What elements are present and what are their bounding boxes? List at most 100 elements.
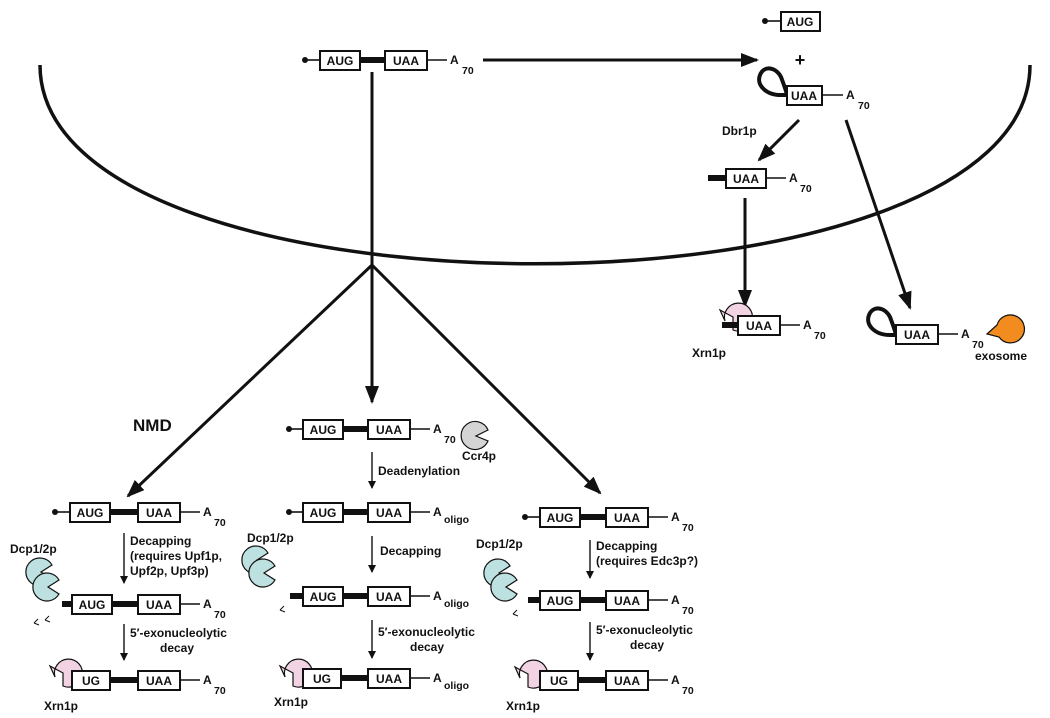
uaa-label: UAA [393,54,419,68]
a-label-5: A [803,318,812,332]
xrn1p-label-l: Xrn1p [44,699,78,713]
xrn1p-right-group: UAA A 70 Xrn1p [692,302,826,360]
debranched-transcript: UAA A 70 [708,168,812,195]
a-label-r3: A [671,673,680,687]
decap-label-r2: (requires Edc3p?) [596,554,698,568]
exosome-group: UAA A 70 exosome [866,306,1027,363]
decap-label-l3: Upf2p, Upf3p) [130,564,209,578]
xrn1p-label-m: Xrn1p [274,695,308,709]
a-label-m2: A [433,505,442,519]
a-label-r2: A [671,593,680,607]
ccr4p-label: Ccr4p [462,449,496,463]
ug-label-l3: UG [82,674,100,688]
lariat-transcript: UAA A 70 [757,66,870,112]
middle-transcript-1: AUG UAA A 70 Ccr4p [286,419,496,463]
a-label-r1: A [671,510,680,524]
middle-transcript-3: AUG UAA A oligo [290,586,469,610]
a70-label-r1: 70 [682,522,694,534]
left-transcript-2: AUG UAA A 70 [62,594,226,621]
dbr1p-label: Dbr1p [722,124,757,138]
right-transcript-3: UG UAA A 70 Xrn1p [506,659,694,713]
aug-label-2: AUG [787,15,814,29]
a70-label-l1: 70 [214,517,226,529]
a70-label-6: 70 [972,339,984,351]
uaa-label-6: UAA [904,328,930,342]
aug-label-l2: AUG [79,598,106,612]
a70-label-r2: 70 [682,605,694,617]
uaa-label-r2: UAA [614,594,640,608]
ug-label-r3: UG [550,674,568,688]
dcp-right: Dcp1/2p [476,537,523,617]
a70-label-4: 70 [800,183,812,195]
a-label-l2: A [203,597,212,611]
dcp-label-r: Dcp1/2p [476,537,523,551]
uaa-label-r1: UAA [614,511,640,525]
a70-label-l3: 70 [214,685,226,697]
uaa-label-3: UAA [791,89,817,103]
aug-label-r1: AUG [547,511,574,525]
right-transcript-2: AUG UAA A 70 [528,590,694,617]
uaa-label-l3: UAA [146,674,172,688]
plus-sign: + [795,50,806,70]
exosome-label: exosome [975,349,1027,363]
decap-label-l1: Decapping [130,534,191,548]
exosome-enzyme [985,314,1026,344]
nuclear-envelope [38,64,1032,266]
uaa-label-m2: UAA [376,506,402,520]
a-label-4: A [789,171,798,185]
a70-label-l2: 70 [214,609,226,621]
exo-label-m1: 5′-exonucleolytic [378,625,475,639]
uaa-label-5: UAA [746,319,772,333]
a-label-3: A [846,88,855,102]
dcp-label-l: Dcp1/2p [10,542,57,556]
decap-label-l2: (requires Upf1p, [130,549,222,563]
aug-label-m3: AUG [310,590,337,604]
middle-transcript-4: UG UAA A oligo Xrn1p [274,658,469,709]
exo-label-r2: decay [630,638,664,652]
right-transcript-1: AUG UAA A 70 [522,507,694,534]
arrow-to-exosome [844,119,912,310]
uaa-label-r3: UAA [614,674,640,688]
uaa-label-4: UAA [733,172,759,186]
aug-label: AUG [327,54,354,68]
excised-aug-fragment: AUG [762,11,821,32]
a70-label-r3: 70 [682,685,694,697]
a-label-l3: A [203,673,212,687]
oligo-label-m4: oligo [444,680,469,692]
left-transcript-1: AUG UAA A 70 [52,502,226,529]
xrn1p-label: Xrn1p [692,346,726,360]
arrow-dbr1p [757,118,801,162]
branch-left [126,263,374,498]
uaa-label-m3: UAA [376,590,402,604]
aug-label-m1: AUG [310,423,337,437]
left-transcript-3: UG UAA A 70 Xrn1p [44,658,226,713]
dcp-middle: Dcp1/2p [241,531,294,613]
a-label-6: A [961,327,970,341]
exo-label-l1: 5′-exonucleolytic [130,626,227,640]
oligo-label-m3: oligo [444,598,469,610]
poly-a-length: 70 [462,65,474,77]
uaa-label-l2: UAA [146,598,172,612]
a70-label-5: 70 [814,330,826,342]
dcp-left: Dcp1/2p [10,542,60,626]
decapping-label-m: Decapping [380,544,441,558]
a-label-m1: A [433,422,442,436]
ccr4p-enzyme [460,420,489,451]
aug-label-r2: AUG [547,594,574,608]
uaa-label-m4: UAA [376,672,402,686]
uaa-label-m1: UAA [376,423,402,437]
aug-label-m2: AUG [310,506,337,520]
middle-transcript-2: AUG UAA A oligo [286,502,469,526]
a-label-m3: A [433,589,442,603]
branch-right [370,263,602,495]
exo-label-m2: decay [410,640,444,654]
a70-label-3: 70 [858,100,870,112]
uaa-label-l1: UAA [146,506,172,520]
poly-a-label: A [450,53,459,67]
xrn1p-label-r: Xrn1p [506,699,540,713]
a70-label-m1: 70 [444,434,456,446]
dcp-label-m: Dcp1/2p [247,531,294,545]
aug-label-l1: AUG [77,506,104,520]
exo-label-l2: decay [160,641,194,655]
